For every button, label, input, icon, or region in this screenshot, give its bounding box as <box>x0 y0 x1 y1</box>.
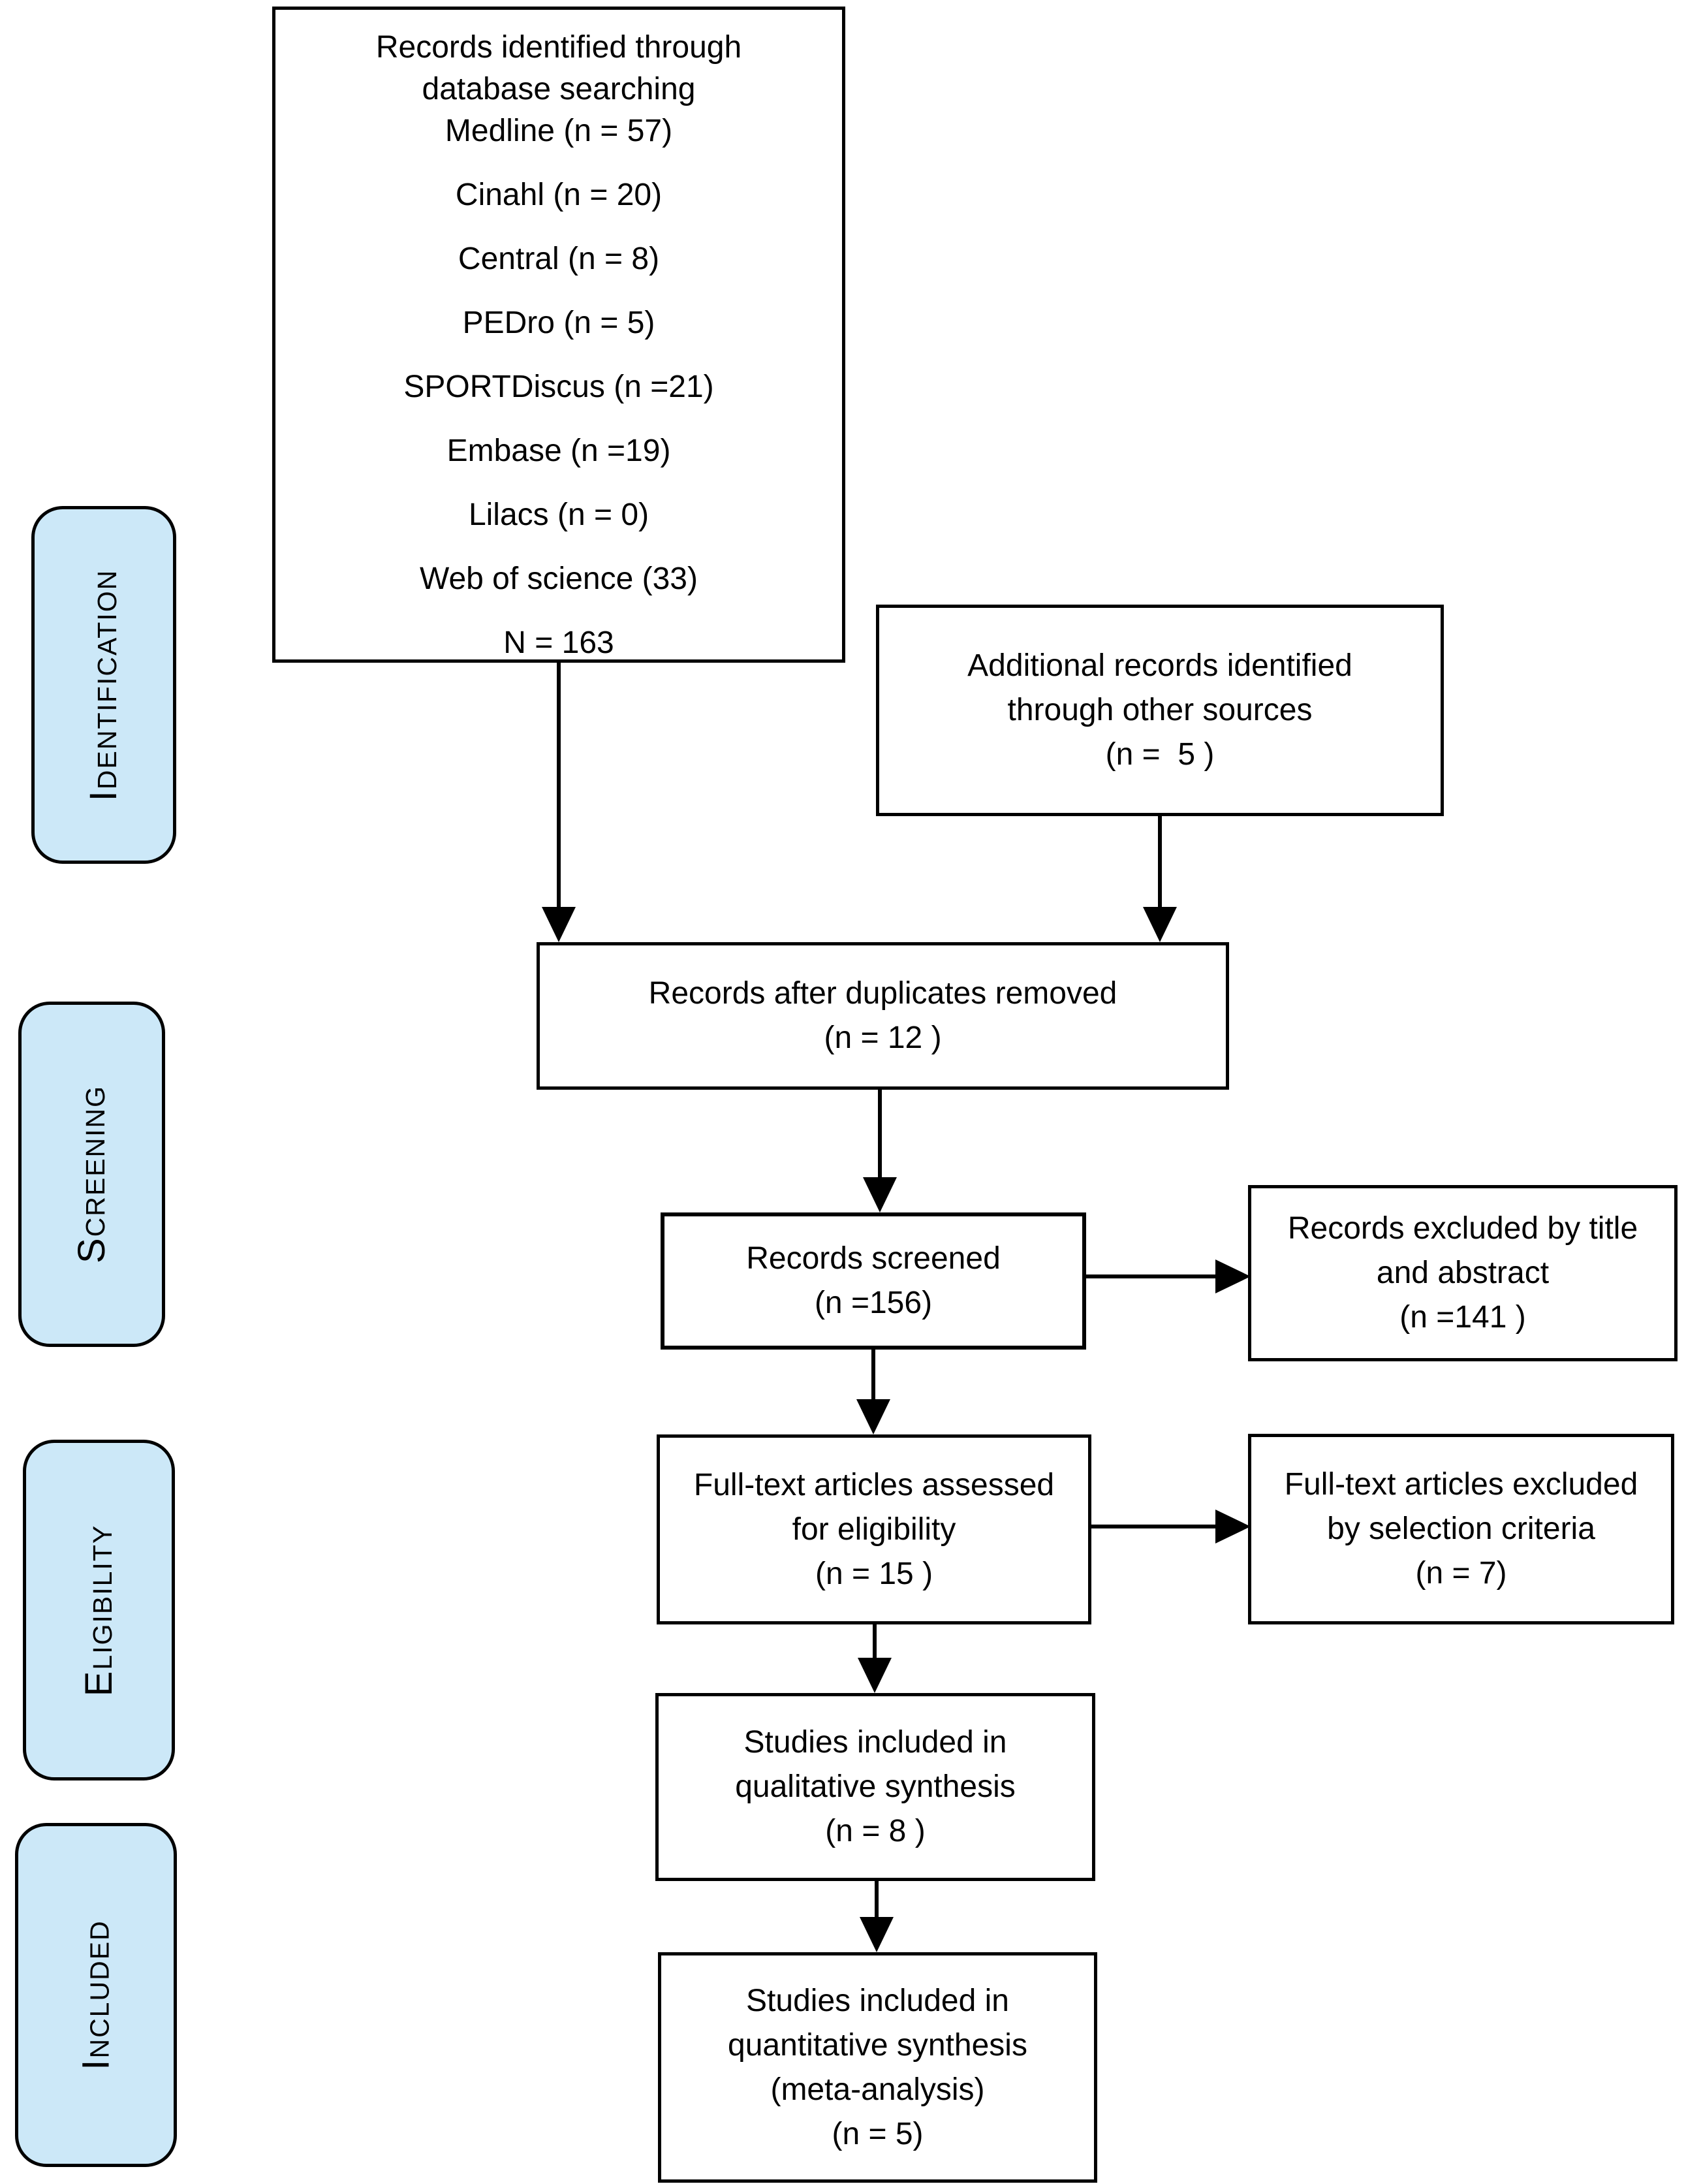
arrow-screened-to-excluded-line <box>1086 1274 1221 1278</box>
ft-line-2: for eligibility <box>792 1511 956 1547</box>
arrow-screened-to-excluded-head <box>1215 1259 1251 1293</box>
other-line-1: Additional records identified <box>967 648 1352 683</box>
stage-identification: Identification <box>31 506 176 864</box>
db-line-9: Lilacs (n = 0) <box>468 498 649 532</box>
stage-included-label: Included <box>74 1920 117 2070</box>
stage-screening: Screening <box>18 1002 165 1347</box>
arrow-fulltext-to-excluded-head <box>1215 1510 1251 1543</box>
box-additional-records: Additional records identified through ot… <box>876 605 1444 816</box>
quant-line-1: Studies included in <box>746 1983 1009 2018</box>
box-duplicates-removed: Records after duplicates removed (n = 12… <box>537 942 1229 1090</box>
ft-line-1: Full-text articles assessed <box>693 1467 1055 1502</box>
stage-eligibility: Eligibility <box>23 1440 175 1780</box>
arrow-qualitative-to-quantitative-head <box>860 1917 894 1952</box>
arrow-duplicates-to-screened-line <box>878 1090 882 1179</box>
arrow-qualitative-to-quantitative-line <box>875 1881 879 1920</box>
dup-line-1: Records after duplicates removed <box>648 976 1117 1011</box>
db-line-6: PEDro (n = 5) <box>462 306 655 340</box>
stage-screening-label: Screening <box>70 1084 114 1264</box>
box-fulltext-excluded: Full-text articles excluded by selection… <box>1248 1434 1674 1624</box>
excl2-line-1: Full-text articles excluded <box>1284 1467 1638 1502</box>
db-line-2: database searching <box>422 72 696 106</box>
box-records-identified-database: Records identified through database sear… <box>272 7 845 663</box>
excl1-line-1: Records excluded by title <box>1287 1211 1638 1246</box>
arrow-database-to-duplicates-head <box>542 907 576 942</box>
stage-identification-label: Identification <box>82 569 125 801</box>
arrow-other-to-duplicates-head <box>1143 907 1177 942</box>
quant-line-4: (n = 5) <box>832 2116 924 2151</box>
db-line-11: N = 163 <box>503 625 614 660</box>
arrow-fulltext-to-qualitative-head <box>858 1658 892 1693</box>
other-line-3: (n = 5 ) <box>1105 737 1215 772</box>
excl2-line-3: (n = 7) <box>1415 1556 1507 1591</box>
quant-line-2: quantitative synthesis <box>728 2027 1027 2063</box>
db-line-7: SPORTDiscus (n =21) <box>403 370 714 404</box>
stage-eligibility-label: Eligibility <box>78 1524 121 1696</box>
db-line-5: Central (n = 8) <box>458 242 660 276</box>
arrow-fulltext-to-excluded-line <box>1091 1525 1221 1528</box>
db-line-8: Embase (n =19) <box>446 434 671 468</box>
box-records-screened: Records screened (n =156) <box>661 1212 1086 1350</box>
screened-line-2: (n =156) <box>814 1286 933 1320</box>
excl1-line-2: and abstract <box>1376 1256 1550 1290</box>
excl2-line-2: by selection criteria <box>1327 1511 1595 1546</box>
arrow-other-to-duplicates-line <box>1158 816 1162 908</box>
excl1-line-3: (n =141 ) <box>1399 1300 1526 1335</box>
box-records-excluded-title-abstract: Records excluded by title and abstract (… <box>1248 1185 1678 1361</box>
ft-line-3: (n = 15 ) <box>815 1556 933 1591</box>
arrow-screened-to-fulltext-head <box>856 1399 890 1434</box>
quant-line-3: (meta-analysis) <box>770 2072 985 2107</box>
arrow-screened-to-fulltext-line <box>871 1350 875 1402</box>
stage-included: Included <box>15 1823 177 2167</box>
qual-line-2: qualitative synthesis <box>735 1769 1016 1804</box>
db-line-4: Cinahl (n = 20) <box>455 178 663 212</box>
db-line-10: Web of science (33) <box>420 562 698 596</box>
dup-line-2: (n = 12 ) <box>824 1021 942 1055</box>
box-qualitative-synthesis: Studies included in qualitative synthesi… <box>655 1693 1095 1881</box>
db-line-1: Records identified through <box>375 30 742 65</box>
qual-line-1: Studies included in <box>743 1725 1007 1760</box>
box-fulltext-assessed: Full-text articles assessed for eligibil… <box>657 1434 1091 1624</box>
arrow-database-to-duplicates-line <box>557 663 561 908</box>
arrow-fulltext-to-qualitative-line <box>873 1624 877 1660</box>
db-line-3: Medline (n = 57) <box>445 114 673 148</box>
screened-line-1: Records screened <box>746 1241 1001 1276</box>
arrow-duplicates-to-screened-head <box>863 1177 897 1212</box>
qual-line-3: (n = 8 ) <box>825 1814 926 1848</box>
box-quantitative-synthesis: Studies included in quantitative synthes… <box>658 1952 1097 2183</box>
other-line-2: through other sources <box>1007 693 1313 727</box>
